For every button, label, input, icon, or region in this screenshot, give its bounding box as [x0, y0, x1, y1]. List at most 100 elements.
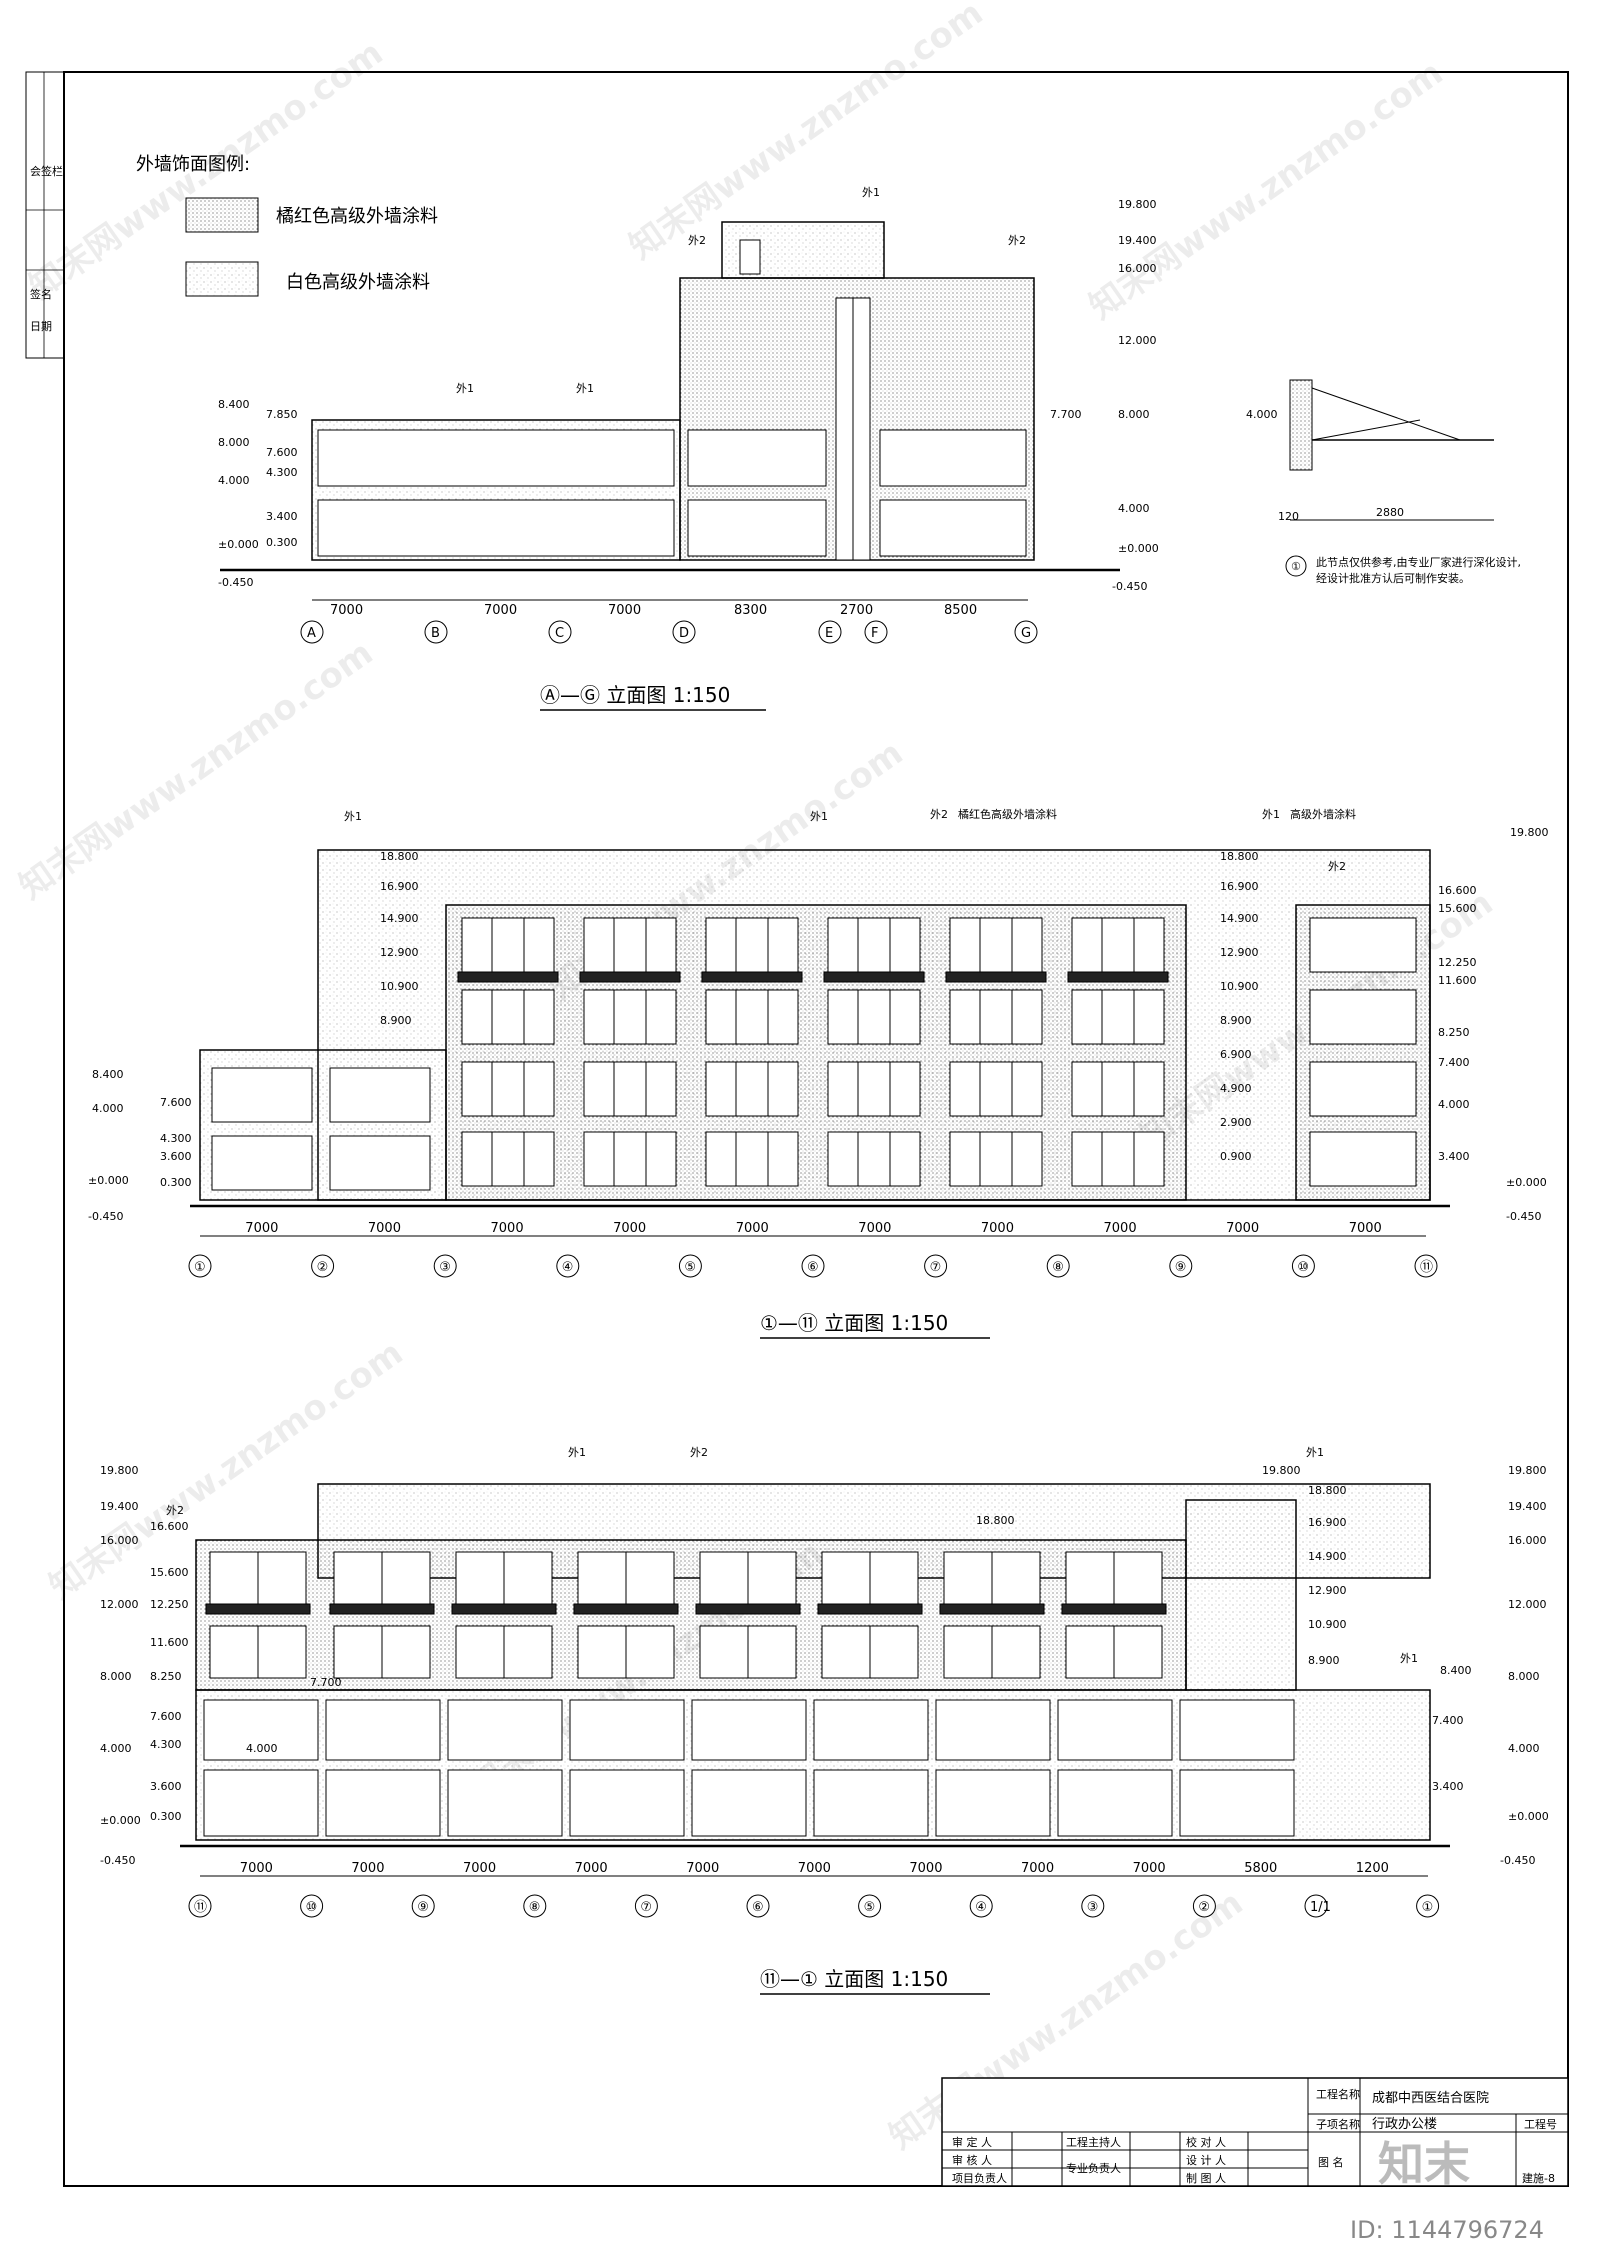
svg-text:14.900: 14.900: [1220, 912, 1259, 925]
dimension-text: 7000: [798, 1861, 831, 1876]
svg-text:±0.000: ±0.000: [1118, 542, 1159, 555]
balcony-rail: [329, 1603, 435, 1615]
dimension-text: 7000: [463, 1861, 496, 1876]
svg-text:7000: 7000: [484, 603, 517, 618]
axis-label: ⑧: [529, 1900, 541, 1915]
window-unit: [583, 989, 677, 1045]
svg-text:专业负责人: 专业负责人: [1066, 2161, 1121, 2175]
axis-bubble: [1414, 1254, 1438, 1278]
svg-text:8.250: 8.250: [1438, 1026, 1470, 1039]
window-unit: [949, 917, 1043, 973]
svg-text:图 名: 图 名: [1318, 2155, 1344, 2169]
axis-label: ⑦: [640, 1900, 652, 1915]
svg-text:外1: 外1: [568, 1446, 586, 1459]
svg-text:外1: 外1: [576, 382, 594, 395]
svg-text:10.900: 10.900: [380, 980, 419, 993]
svg-text:-0.450: -0.450: [1112, 580, 1147, 593]
svg-text:4.000: 4.000: [1246, 408, 1278, 421]
window-unit: [1071, 1061, 1165, 1117]
dimension-text: 5800: [1244, 1861, 1277, 1876]
left-signature-strip: [25, 71, 65, 359]
svg-text:子项名称: 子项名称: [1316, 2117, 1360, 2131]
svg-text:-0.450: -0.450: [1506, 1210, 1541, 1223]
sub-project-name: 行政办公楼: [1372, 2117, 1437, 2132]
svg-text:4.000: 4.000: [1438, 1098, 1470, 1111]
balcony-rail: [945, 971, 1047, 983]
dimension-text: 7000: [1021, 1861, 1054, 1876]
axis-label: ⑦: [930, 1260, 942, 1275]
svg-text:12.000: 12.000: [100, 1598, 139, 1611]
axis-bubble: [411, 1894, 435, 1918]
window-unit: [325, 1769, 441, 1837]
dimension-text: 7000: [491, 1221, 524, 1236]
svg-text:3.400: 3.400: [1438, 1150, 1470, 1163]
dimension-text: 7000: [981, 1221, 1014, 1236]
svg-text:4.900: 4.900: [1220, 1082, 1252, 1095]
svg-text:12.250: 12.250: [150, 1598, 189, 1611]
svg-text:7.400: 7.400: [1432, 1714, 1464, 1727]
window-unit: [1179, 1769, 1295, 1837]
svg-text:此节点仅供参考,由专业厂家进行深化设计,: 此节点仅供参考,由专业厂家进行深化设计,: [1316, 555, 1521, 569]
svg-text:4.000: 4.000: [246, 1742, 278, 1755]
svg-text:7.600: 7.600: [266, 446, 298, 459]
detail-node: 4.000 120 2880 ① 此节点仅供参考,由专业厂家进行深化设计, 经设…: [1246, 379, 1521, 585]
axis-bubble: [188, 1254, 212, 1278]
svg-text:4.300: 4.300: [160, 1132, 192, 1145]
dimension-text: 7000: [1133, 1861, 1166, 1876]
window-unit: [1071, 1131, 1165, 1187]
dimension-text: 7000: [858, 1221, 891, 1236]
brand-mark: 知末: [1378, 2137, 1470, 2191]
balcony-rail: [823, 971, 925, 983]
svg-text:16.000: 16.000: [1118, 262, 1157, 275]
svg-text:外1: 外1: [344, 810, 362, 823]
balcony-rail: [457, 971, 559, 983]
svg-text:14.900: 14.900: [380, 912, 419, 925]
svg-text:经设计批准方认后可制作安装。: 经设计批准方认后可制作安装。: [1316, 571, 1470, 585]
svg-text:G: G: [1021, 626, 1031, 641]
axis-bubble: [801, 1254, 825, 1278]
axis-label: ⑥: [807, 1260, 819, 1275]
axis-label: ⑪: [1420, 1260, 1433, 1275]
svg-text:4.000: 4.000: [100, 1742, 132, 1755]
svg-text:3.600: 3.600: [160, 1150, 192, 1163]
dimension-text: 7000: [1349, 1221, 1382, 1236]
axis-label: ④: [975, 1900, 987, 1915]
window-unit: [325, 1699, 441, 1761]
svg-text:7.600: 7.600: [160, 1096, 192, 1109]
dimension-text: 7000: [240, 1861, 273, 1876]
svg-text:外2: 外2: [166, 1504, 184, 1517]
svg-text:8.000: 8.000: [1118, 408, 1150, 421]
svg-text:A: A: [307, 626, 316, 641]
axis-label: ③: [439, 1260, 451, 1275]
window-unit: [691, 1699, 807, 1761]
svg-text:±0.000: ±0.000: [100, 1814, 141, 1827]
svg-text:设 计 人: 设 计 人: [1186, 2154, 1226, 2167]
svg-text:3.600: 3.600: [150, 1780, 182, 1793]
svg-text:±0.000: ±0.000: [1508, 1810, 1549, 1823]
window-unit: [1179, 1699, 1295, 1761]
svg-text:7.700: 7.700: [310, 1676, 342, 1689]
svg-text:8.400: 8.400: [218, 398, 250, 411]
dimension-text: 7000: [245, 1221, 278, 1236]
svg-text:2880: 2880: [1376, 506, 1404, 519]
axis-label: ⑩: [1297, 1260, 1309, 1275]
svg-text:2700: 2700: [840, 603, 873, 618]
window-unit: [329, 1067, 431, 1123]
svg-text:制 图 人: 制 图 人: [1186, 2172, 1226, 2185]
svg-text:18.800: 18.800: [1220, 850, 1259, 863]
image-id-label: ID: 1144796724: [1350, 2216, 1544, 2244]
window-unit: [705, 1061, 799, 1117]
legend-swatch-white: [185, 261, 259, 297]
axis-bubble: [1416, 1894, 1440, 1918]
window-unit: [461, 917, 555, 973]
axis-bubble: [556, 1254, 580, 1278]
axis-label: ⑨: [1175, 1260, 1187, 1275]
svg-text:8500: 8500: [944, 603, 977, 618]
svg-text:±0.000: ±0.000: [218, 538, 259, 551]
svg-text:12.900: 12.900: [1220, 946, 1259, 959]
svg-text:审 定 人: 审 定 人: [952, 2135, 992, 2149]
svg-text:4.000: 4.000: [1508, 1742, 1540, 1755]
dimension-text: 7000: [686, 1861, 719, 1876]
dimension-text: 7000: [368, 1221, 401, 1236]
